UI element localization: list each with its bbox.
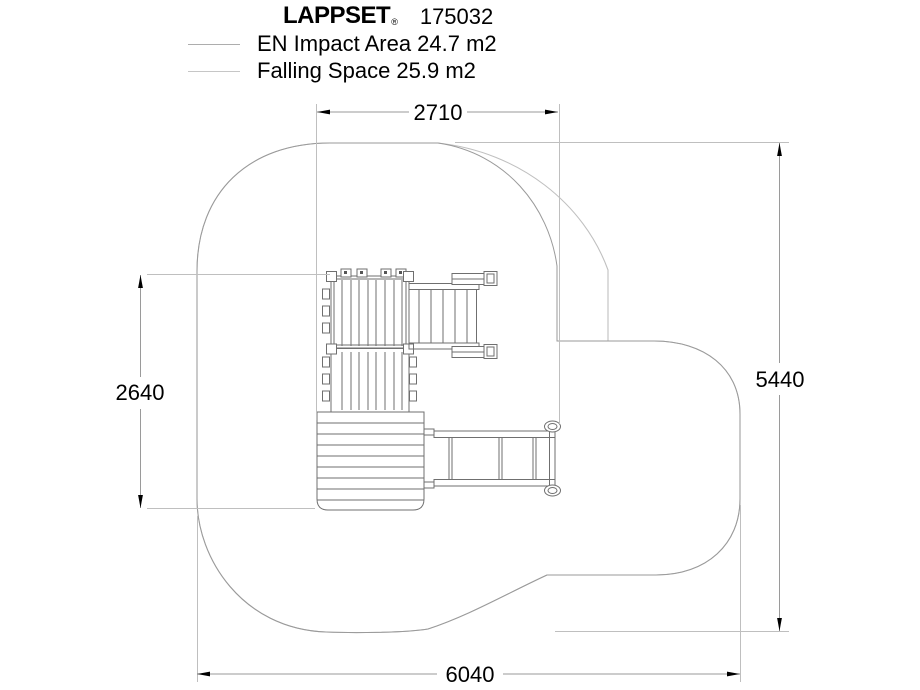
impact-area-outline bbox=[196, 142, 741, 634]
impact-area-line-sample bbox=[188, 44, 240, 45]
arrow-left-icon bbox=[317, 109, 330, 115]
arrow-down-icon bbox=[138, 495, 143, 508]
arrow-down-icon bbox=[777, 618, 782, 631]
registered-trademark-icon: ® bbox=[391, 17, 398, 27]
falling-space-label: Falling Space 25.9 m2 bbox=[257, 58, 476, 83]
tower-upper-deck bbox=[322, 268, 414, 349]
dimension-bottom: 6040 bbox=[197, 662, 740, 687]
slide bbox=[423, 420, 561, 497]
dimension-bottom-label: 6040 bbox=[446, 662, 495, 687]
dimension-left: 2640 bbox=[116, 275, 165, 508]
dimension-left-label: 2640 bbox=[116, 380, 165, 405]
arrow-right-icon bbox=[545, 109, 558, 115]
legend-impact-area-row: EN Impact Area 24.7 m2 bbox=[188, 32, 497, 56]
dimension-top: 2710 bbox=[317, 100, 558, 125]
title-block: LAPPSET ® 175032 bbox=[283, 2, 494, 29]
arrow-up-icon bbox=[777, 143, 782, 156]
legend-falling-space-row: Falling Space 25.9 m2 bbox=[188, 59, 476, 83]
dimension-right: 5440 bbox=[756, 143, 805, 631]
brand-logo: LAPPSET bbox=[283, 2, 391, 29]
dimension-right-label: 5440 bbox=[756, 367, 805, 392]
arrow-right-icon bbox=[727, 671, 740, 677]
arrow-left-icon bbox=[197, 671, 210, 677]
extension-lines bbox=[147, 104, 789, 682]
arrow-up-icon bbox=[138, 275, 143, 288]
equipment-plan bbox=[316, 268, 561, 511]
tower-lower-deck bbox=[322, 343, 417, 413]
stage-platform bbox=[316, 411, 425, 511]
model-number: 175032 bbox=[419, 4, 494, 29]
impact-area-label: EN Impact Area 24.7 m2 bbox=[257, 31, 497, 56]
dimension-top-label: 2710 bbox=[414, 100, 463, 125]
falling-space-outline bbox=[196, 142, 741, 634]
bridge-ramp bbox=[408, 271, 498, 359]
falling-space-line-sample bbox=[188, 71, 240, 72]
safety-outlines bbox=[196, 142, 741, 634]
